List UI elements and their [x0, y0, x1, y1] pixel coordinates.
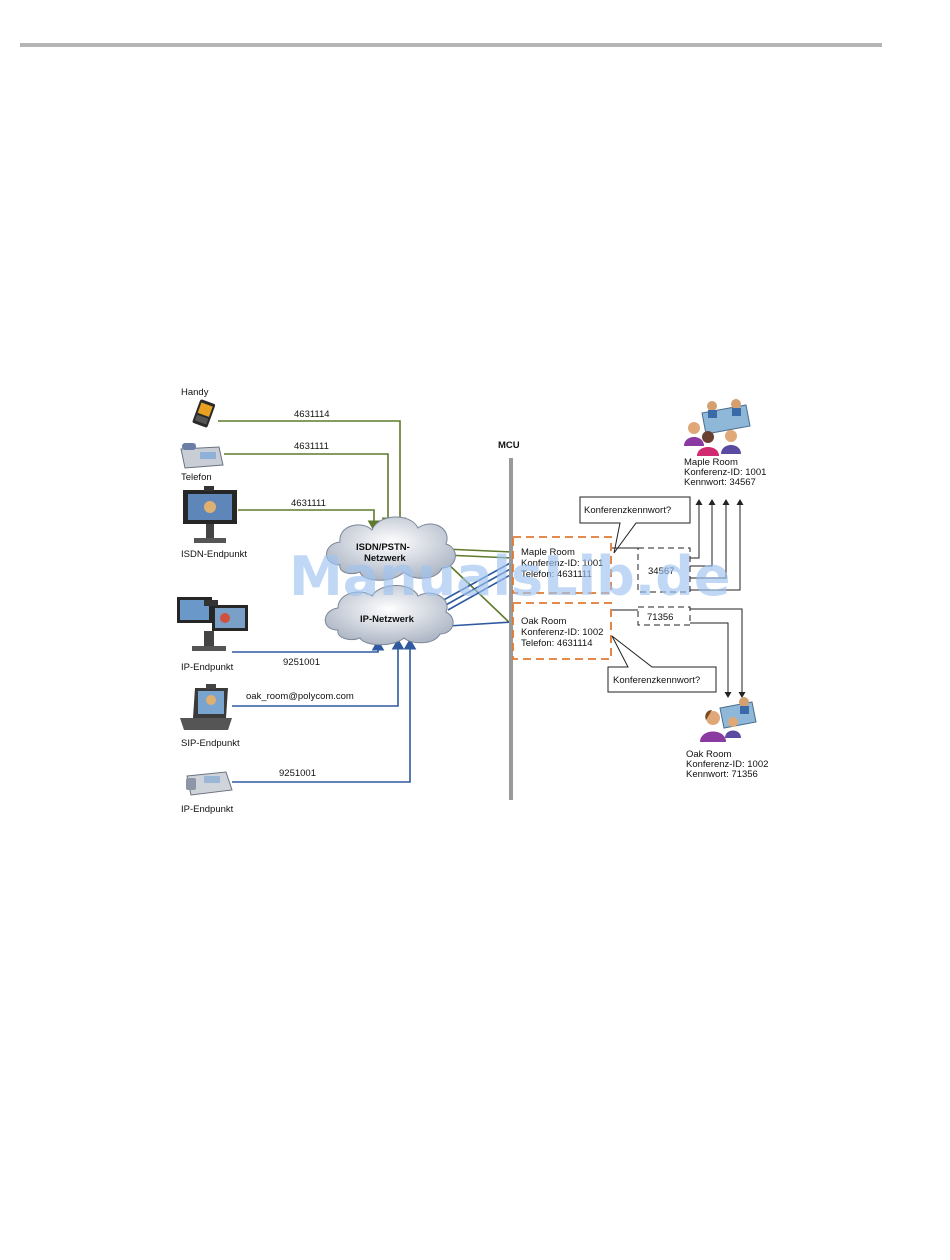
isdn-lines	[218, 420, 513, 626]
sip-endpoint-label: SIP-Endpunkt	[181, 738, 240, 749]
mcu-label: MCU	[498, 440, 520, 451]
maple-password: 34567	[648, 566, 674, 577]
password-arrows	[612, 499, 746, 698]
maple-box-phone: Telefon: 4631111	[521, 569, 592, 580]
ip-cloud	[324, 585, 454, 646]
ip-endpoint-1-label: IP-Endpunkt	[181, 662, 234, 673]
ip-endpoint-2-label: IP-Endpunkt	[181, 804, 234, 815]
maple-password-box	[637, 547, 691, 593]
ip1-number: 9251001	[283, 657, 320, 668]
isdn-cloud-label-1: ISDN/PSTN-	[356, 542, 410, 553]
isdn-cloud-label-2: Netzwerk	[364, 553, 406, 564]
isdn-number: 4631111	[291, 498, 326, 509]
isdn-pstn-cloud	[326, 516, 456, 581]
watermark: ManualsLib.de	[289, 545, 731, 608]
handy-label: Handy	[181, 387, 209, 398]
oak-box-phone: Telefon: 4631114	[521, 638, 593, 649]
oak-password-box	[637, 606, 691, 626]
maple-box-conf-id: Konferenz-ID: 1001	[521, 558, 603, 569]
maple-room-conf-id: Konferenz-ID: 1001	[684, 467, 766, 478]
callout-top	[579, 496, 691, 554]
sip-address: oak_room@polycom.com	[246, 691, 354, 702]
ip2-number: 9251001	[279, 768, 316, 779]
maple-conference-box	[512, 536, 612, 594]
callout-bottom	[607, 635, 717, 693]
desk-phone-icon	[180, 443, 224, 469]
oak-room-password: Kennwort: 71356	[686, 769, 758, 780]
oak-room-name: Oak Room	[686, 749, 731, 760]
maple-room-name: Maple Room	[684, 457, 738, 468]
ip-cloud-label: IP-Netzwerk	[360, 614, 415, 625]
handy-number: 4631114	[294, 409, 330, 420]
oak-room-conf-id: Konferenz-ID: 1002	[686, 759, 768, 770]
ip-endpoint-icon	[177, 597, 248, 651]
oak-conference-box	[512, 602, 612, 660]
ip-lines	[232, 561, 513, 783]
top-rule	[20, 43, 882, 47]
isdn-endpoint-icon	[183, 486, 237, 543]
maple-room-password: Kennwort: 34567	[684, 477, 756, 488]
mobile-phone-icon	[192, 399, 216, 428]
callout-top-text: Konferenzkennwort?	[584, 505, 671, 516]
maple-box-name: Maple Room	[521, 547, 575, 558]
oak-box-name: Oak Room	[521, 616, 566, 627]
telefon-label: Telefon	[181, 472, 212, 483]
callout-bottom-text: Konferenzkennwort?	[613, 675, 700, 686]
isdn-endpoint-label: ISDN-Endpunkt	[181, 549, 247, 560]
oak-password: 71356	[647, 612, 673, 623]
maple-room-people-icon	[684, 399, 751, 456]
ip-phone-icon	[186, 771, 233, 796]
oak-room-people-icon	[700, 697, 757, 742]
telefon-number: 4631111	[294, 441, 329, 452]
oak-box-conf-id: Konferenz-ID: 1002	[521, 627, 603, 638]
laptop-icon	[180, 684, 232, 730]
